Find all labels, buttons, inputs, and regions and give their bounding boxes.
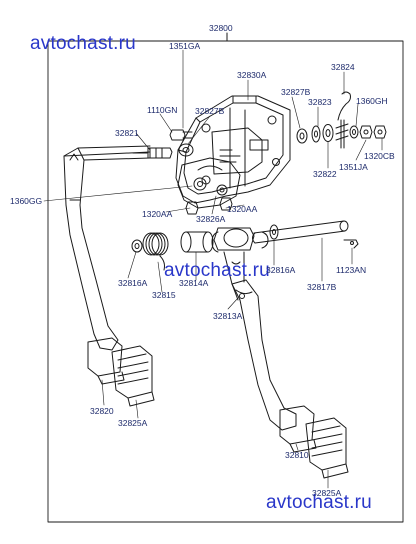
callout-32825a-left: 32825A (118, 418, 148, 428)
callout-32824: 32824 (331, 62, 355, 72)
mounting-plate (175, 95, 291, 204)
watermark-middle: avtochast.ru (164, 260, 270, 281)
callout-1351ja: 1351JA (339, 162, 368, 172)
clutch-pad (87, 337, 155, 407)
callout-32815: 32815 (152, 290, 176, 300)
callout-32827b-left: 32827B (195, 106, 225, 116)
callout-32810: 32810 (285, 450, 309, 460)
callout-32825a-right: 32825A (312, 488, 342, 498)
callout-32814a: 32814A (179, 278, 209, 288)
callout-1110gn: 1110GN (147, 105, 178, 115)
callout-1360gh: 1360GH (356, 96, 388, 106)
callout-32822: 32822 (313, 169, 337, 179)
callout-1320cb: 1320CB (364, 151, 395, 161)
callout-32813a: 32813A (213, 311, 243, 321)
bushings-spring (131, 224, 279, 271)
callout-32823: 32823 (308, 97, 332, 107)
pedal-boss (213, 227, 255, 301)
callout-32830a: 32830A (237, 70, 267, 80)
cross-shaft (252, 220, 359, 249)
callout-1351ga: 1351GA (169, 41, 201, 51)
right-hardware (296, 91, 387, 149)
assembly-frame (47, 40, 404, 523)
brake-pad (279, 405, 349, 479)
lower-bracket (177, 157, 241, 215)
callout-1320aa-left: 1320AA (142, 209, 173, 219)
leader-lines (43, 49, 383, 489)
callout-32827b-right: 32827B (281, 87, 311, 97)
callout-32800: 32800 (209, 23, 233, 33)
callout-1123an: 1123AN (336, 265, 367, 275)
callout-32821: 32821 (115, 128, 139, 138)
clutch-arm (63, 145, 151, 351)
callout-32820: 32820 (90, 406, 114, 416)
callout-32817b: 32817B (307, 282, 337, 292)
watermark-top: avtochast.ru (30, 33, 136, 54)
watermark-bottom: avtochast.ru (266, 492, 372, 513)
left-bolt-group (169, 129, 194, 157)
callout-32816a-right: 32816A (266, 265, 296, 275)
callout-32826a: 32826A (196, 214, 226, 224)
callout-1320aa-right: 1320AA (227, 204, 258, 214)
callout-1360gg: 1360GG (10, 196, 43, 206)
callout-32816a-left: 32816A (118, 278, 148, 288)
brake-arm (231, 279, 297, 431)
